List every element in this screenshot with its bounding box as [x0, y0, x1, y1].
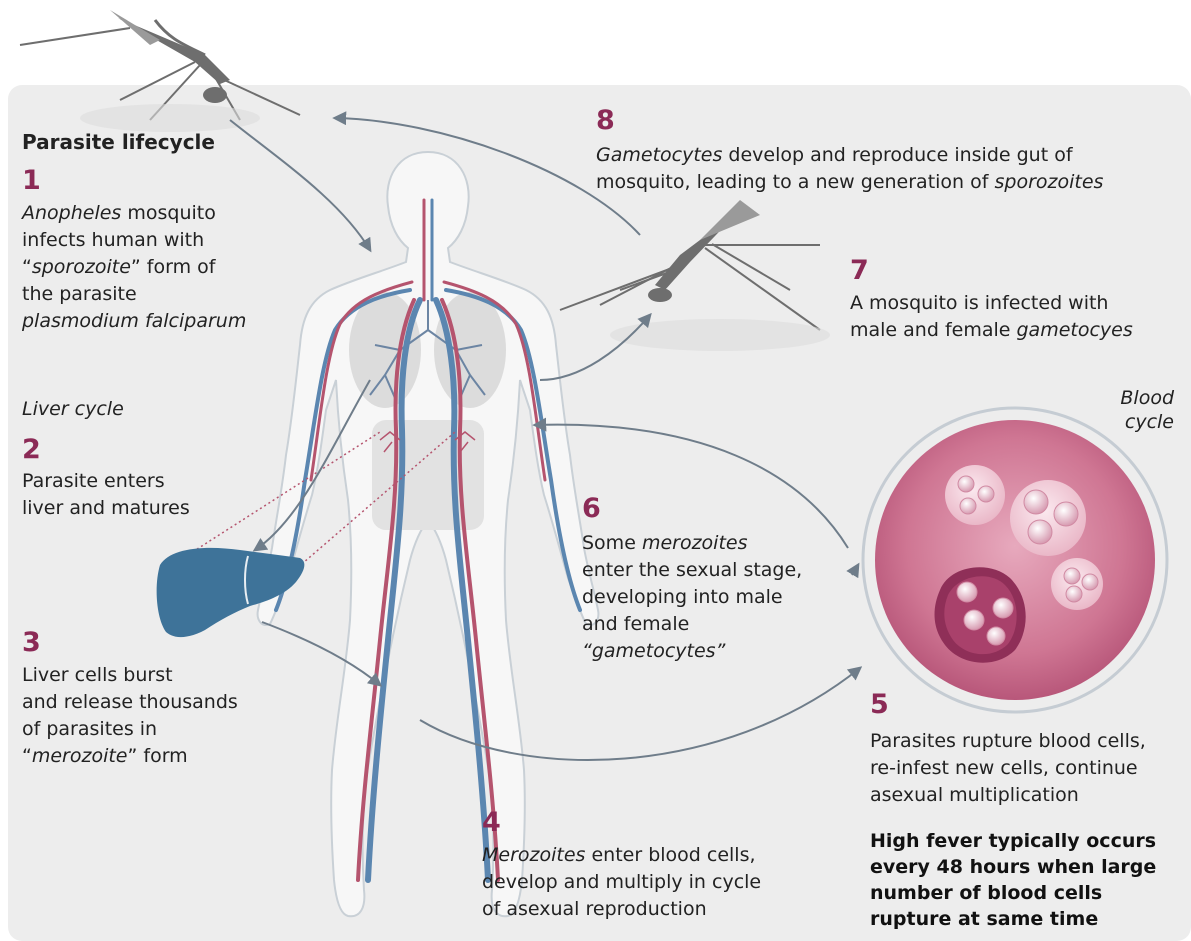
step-5-number: 5: [870, 690, 889, 720]
step-3-number: 3: [22, 628, 41, 658]
step-4-text: Merozoites enter blood cells, develop an…: [482, 842, 761, 923]
step-8-text: Gametocytes develop and reproduce inside…: [596, 142, 1103, 196]
step-5-text: Parasites rupture blood cells, re-infest…: [870, 728, 1146, 809]
step-7-number: 7: [850, 256, 869, 286]
diagram-title: Parasite lifecycle: [22, 130, 215, 154]
step-6-number: 6: [582, 494, 601, 524]
liver-cycle-label: Liver cycle: [22, 396, 124, 423]
step-2-number: 2: [22, 435, 41, 465]
blood-cycle-label: Blood cycle: [1108, 386, 1174, 434]
step-1-number: 1: [22, 166, 41, 196]
step-7-text: A mosquito is infected with male and fem…: [850, 290, 1133, 344]
step-1-text: Anopheles mosquito infects human with “s…: [22, 200, 246, 335]
step-6-text: Some merozoites enter the sexual stage, …: [582, 530, 802, 665]
step-2-text: Parasite enters liver and matures: [22, 468, 190, 522]
step-4-number: 4: [482, 808, 501, 838]
fever-note: High fever typically occurs every 48 hou…: [870, 828, 1156, 932]
step-8-number: 8: [596, 106, 615, 136]
step-3-text: Liver cells burst and release thousands …: [22, 662, 238, 770]
